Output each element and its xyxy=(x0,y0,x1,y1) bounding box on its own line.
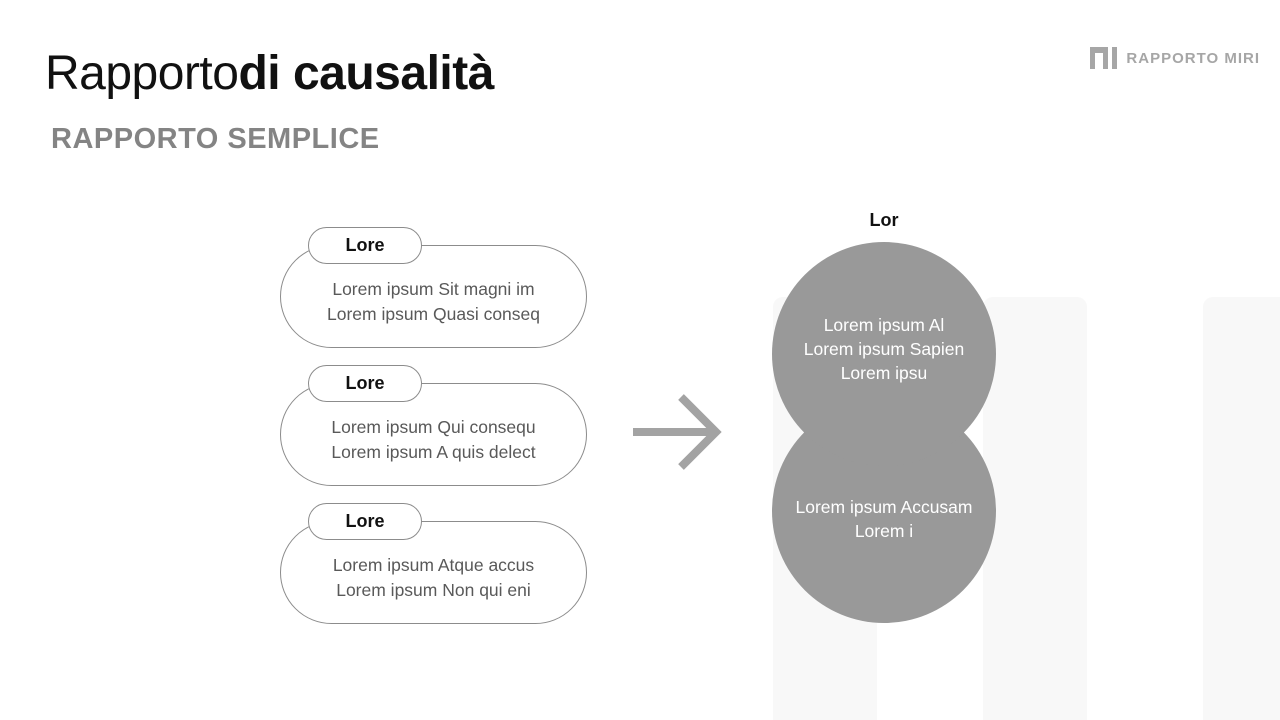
brand-logo-icon xyxy=(1090,47,1118,69)
cause-pill-2-line-1: Lorem ipsum Qui consequ xyxy=(331,416,536,437)
effect-label: Lor xyxy=(869,210,899,230)
effect-circle-1: Lorem ipsum Al Lorem ipsum Sapien Lorem … xyxy=(772,242,996,466)
page-subtitle: RAPPORTO SEMPLICE xyxy=(51,123,380,155)
background-bar-3 xyxy=(1203,297,1280,720)
right-arrow-icon xyxy=(633,394,722,470)
title-regular-part: Rapporto xyxy=(45,47,239,100)
cause-pill-3-badge: Lore xyxy=(308,503,422,540)
effect-circle-1-line-1: Lorem ipsum Al xyxy=(823,315,945,335)
cause-pill-3-line-2: Lorem ipsum Non qui eni xyxy=(336,579,531,600)
bar-shape-icon xyxy=(1112,47,1118,69)
effect-circle-2-line-1: Lorem ipsum Accusam xyxy=(795,497,973,517)
cause-pill-3-line-1: Lorem ipsum Atque accus xyxy=(332,554,535,575)
page-title: Rapportodi causalità xyxy=(45,46,494,103)
brand-logo: RAPPORTO MIRI xyxy=(1090,47,1260,69)
pi-shape-icon xyxy=(1090,47,1109,69)
cause-pill-2-line-2: Lorem ipsum A quis delect xyxy=(331,441,536,462)
effect-circle-1-line-3: Lorem ipsu xyxy=(840,363,928,383)
title-bold-part: di causalità xyxy=(238,47,494,100)
background-bar-2 xyxy=(983,297,1087,720)
cause-pill-1-line-1: Lorem ipsum Sit magni im xyxy=(332,278,535,299)
cause-pill-2-badge: Lore xyxy=(308,365,422,402)
cause-pill-3: Lore Lorem ipsum Atque accus Lorem ipsum… xyxy=(280,503,587,624)
cause-pill-2: Lore Lorem ipsum Qui consequ Lorem ipsum… xyxy=(280,365,587,486)
effect-circle-1-line-2: Lorem ipsum Sapien xyxy=(803,339,965,359)
effect-circle-2-line-2: Lorem i xyxy=(854,521,914,541)
cause-pill-1: Lore Lorem ipsum Sit magni im Lorem ipsu… xyxy=(280,227,587,348)
brand-logo-text: RAPPORTO MIRI xyxy=(1126,49,1260,67)
cause-pill-1-line-2: Lorem ipsum Quasi conseq xyxy=(326,303,541,324)
cause-pill-1-badge: Lore xyxy=(308,227,422,264)
